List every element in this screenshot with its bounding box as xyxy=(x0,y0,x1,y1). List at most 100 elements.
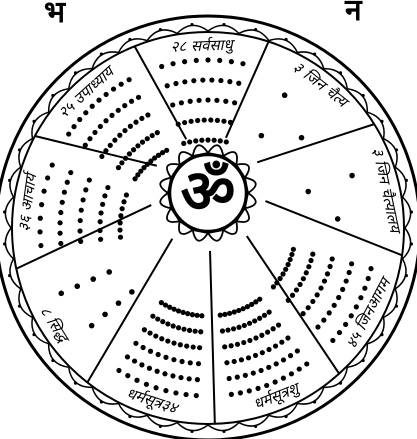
segment-dot xyxy=(271,284,276,289)
segment-dot xyxy=(92,130,97,135)
segment-dot xyxy=(50,162,55,167)
border-petal-dot xyxy=(128,38,131,41)
segment-dot xyxy=(83,143,88,148)
border-petal-dot xyxy=(339,71,342,74)
border-petal-dot xyxy=(284,38,287,41)
segment-dot xyxy=(181,327,186,332)
segment-dot xyxy=(77,117,82,122)
segment-dot xyxy=(240,61,245,66)
segment-dot xyxy=(198,329,203,334)
segment-dot xyxy=(116,165,121,170)
segment-dot xyxy=(242,323,247,328)
segment-dot xyxy=(148,349,153,354)
border-petal-dot xyxy=(3,210,6,213)
segment-dot xyxy=(58,241,63,246)
segment-divider xyxy=(16,205,151,269)
border-petal-dot xyxy=(284,415,287,418)
segment-dot xyxy=(349,173,355,179)
segment-dot xyxy=(222,312,227,317)
segment-dot xyxy=(229,343,234,348)
segment-dot xyxy=(37,229,42,234)
border-petal-dot xyxy=(8,274,11,277)
segment-dot xyxy=(321,318,326,323)
segment-dot xyxy=(347,270,352,275)
border-petal-dot xyxy=(32,120,35,123)
segment-dot xyxy=(77,228,82,233)
segment-dot xyxy=(291,247,296,252)
segment-dot xyxy=(247,388,252,393)
segment-dot xyxy=(232,309,237,314)
segment-dot xyxy=(260,350,265,355)
segment-dot xyxy=(202,117,207,122)
segment-dot xyxy=(155,316,160,321)
segment-dot xyxy=(153,333,158,338)
segment-dot xyxy=(274,280,279,285)
segment-dot xyxy=(165,338,170,343)
segment-dot xyxy=(322,278,327,283)
segment-dot xyxy=(147,330,152,335)
segment-dot xyxy=(232,359,237,364)
border-petal-dot xyxy=(128,415,131,418)
segment-divider xyxy=(35,136,157,166)
segment-dot xyxy=(144,382,149,387)
segment-dot xyxy=(120,206,125,211)
segment-dot xyxy=(297,366,302,371)
segment-divider xyxy=(210,251,215,424)
border-petal-dot xyxy=(405,179,408,182)
segment-dot xyxy=(196,98,201,103)
segment-dot xyxy=(124,192,129,197)
segment-dot xyxy=(78,218,83,223)
segment-dot xyxy=(159,336,164,341)
segment-dot xyxy=(285,262,290,267)
segment-dot xyxy=(106,269,112,275)
segment-dot xyxy=(253,335,258,340)
segment-dot xyxy=(90,104,95,109)
border-petal-dot xyxy=(190,430,193,433)
segment-dot xyxy=(178,342,183,347)
segment-dot xyxy=(79,208,84,213)
segment-dot xyxy=(179,100,184,105)
border-petal-dot xyxy=(362,94,365,97)
segment-dot xyxy=(83,110,88,115)
segment-dot xyxy=(200,77,205,82)
segment-dot xyxy=(195,313,200,318)
segment-dot xyxy=(150,133,155,138)
border-petal-dot xyxy=(405,274,408,277)
segment-dot xyxy=(229,392,234,397)
segment-dot xyxy=(224,360,229,365)
segment-dot xyxy=(285,335,290,340)
border-petal-dot xyxy=(74,71,77,74)
segment-dot xyxy=(164,148,169,153)
segment-dot xyxy=(128,124,133,129)
segment-dot xyxy=(223,99,228,104)
segment-dot xyxy=(289,371,294,376)
segment-dot xyxy=(336,295,341,300)
segment-dot xyxy=(121,199,126,204)
segment-dot xyxy=(41,189,46,194)
segment-dot xyxy=(301,276,306,281)
segment-dot xyxy=(330,256,335,261)
segment-dot xyxy=(68,170,73,175)
segment-dot xyxy=(368,266,373,271)
segment-dot xyxy=(98,210,103,215)
segment-dot xyxy=(273,379,278,384)
segment-dot xyxy=(140,140,145,145)
segment-dot xyxy=(142,327,147,332)
segment-dot xyxy=(99,154,104,159)
border-petal-dot xyxy=(222,430,225,433)
segment-dot xyxy=(127,77,132,82)
segment-dot xyxy=(119,160,124,165)
segment-dot xyxy=(103,148,108,153)
segment-dot xyxy=(257,316,262,321)
segment-dot xyxy=(286,298,291,303)
segment-dot xyxy=(209,77,214,82)
segment-dot xyxy=(139,362,144,367)
segment-dot xyxy=(327,310,332,315)
segment-dot xyxy=(182,79,187,84)
segment-dot xyxy=(58,210,63,215)
border-petal-dot xyxy=(3,242,6,245)
segment-dot xyxy=(306,305,311,310)
segment-dot xyxy=(162,371,167,376)
segment-dot xyxy=(227,311,232,316)
